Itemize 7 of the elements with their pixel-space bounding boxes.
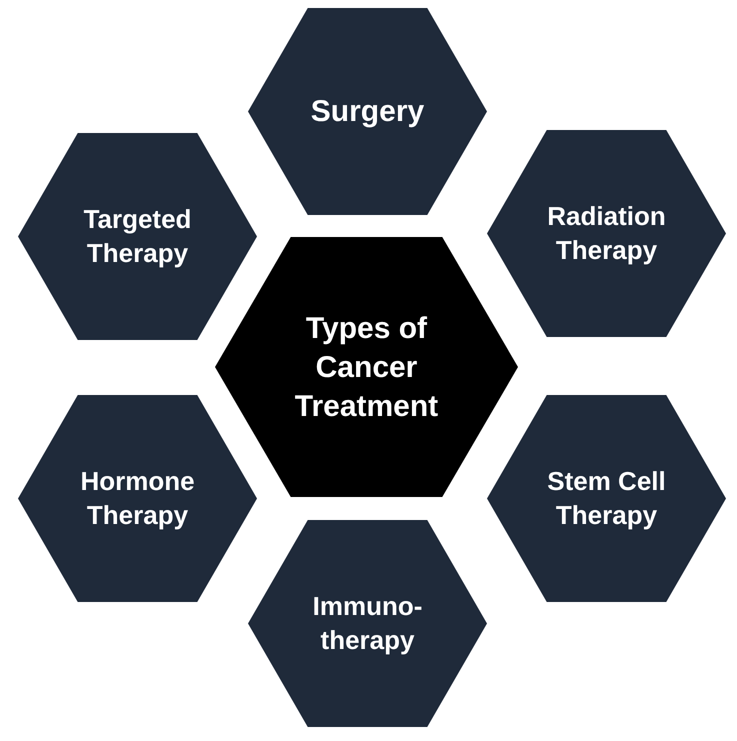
hexagon-label: Radiation Therapy [546,200,667,266]
hexagon-label: Types of Cancer Treatment [294,310,440,424]
hexagon-label: Hormone Therapy [79,464,196,532]
hexagon-label: Surgery [310,94,424,130]
hexagon-label: Stem Cell Therapy [546,464,667,532]
hexagon-label: Immuno- therapy [312,590,424,656]
hexagon-label: Targeted Therapy [82,202,192,270]
